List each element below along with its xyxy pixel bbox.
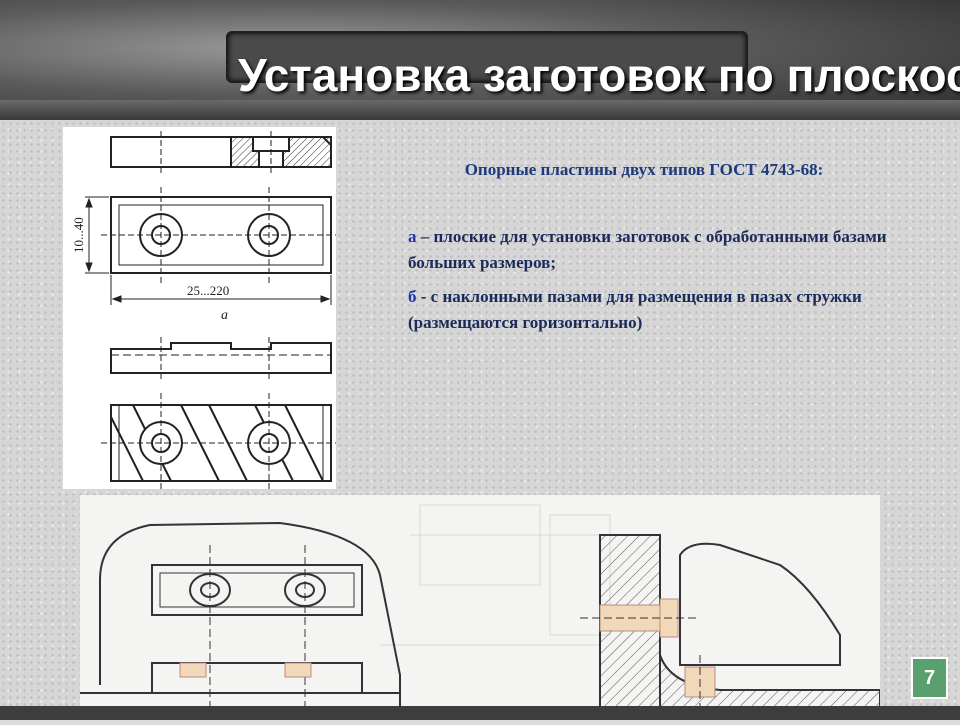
plates-heading: Опорные пластины двух типов ГОСТ 4743-68…: [464, 160, 824, 179]
item-a-description: а – плоские для установки заготовок с об…: [408, 224, 888, 276]
length-dimension-label: 25...220: [187, 283, 229, 298]
slide-title: Установка заготовок по плоскости: [238, 49, 960, 101]
slide-number-badge[interactable]: 7: [911, 657, 948, 699]
slide-header: Установка заготовок по плоскости: [0, 0, 960, 120]
plate-a-top-view: [101, 187, 341, 283]
support-plates-drawing: 10...40 25...220 а: [63, 127, 341, 489]
figure-label-a: а: [221, 308, 228, 323]
fixture-left-view: [80, 521, 401, 720]
item-b-text: - с наклонными пазами для размещения в п…: [408, 287, 862, 332]
item-b-description: б - с наклонными пазами для размещения в…: [408, 284, 888, 336]
length-dimension: [110, 275, 332, 305]
bottom-bar: [0, 706, 960, 720]
item-a-text: – плоские для установки заготовок с обра…: [408, 227, 887, 272]
fixture-section-view: [580, 534, 881, 721]
item-b-marker: б: [408, 287, 417, 306]
height-dimension-label: 10...40: [71, 217, 86, 253]
plate-b-side-view: [110, 337, 332, 379]
fixture-svg: [80, 504, 881, 721]
plate-a-side-view: [110, 131, 332, 173]
plate-b-top-view: [101, 393, 341, 489]
header-stripe: [0, 100, 960, 120]
title-box: [226, 31, 748, 83]
plates-svg: 10...40 25...220 а: [71, 131, 341, 489]
background-construction-lines: [380, 504, 611, 646]
item-a-marker: а: [408, 227, 417, 246]
height-dimension: [85, 196, 109, 274]
fixture-assembly-drawing: [80, 495, 881, 721]
